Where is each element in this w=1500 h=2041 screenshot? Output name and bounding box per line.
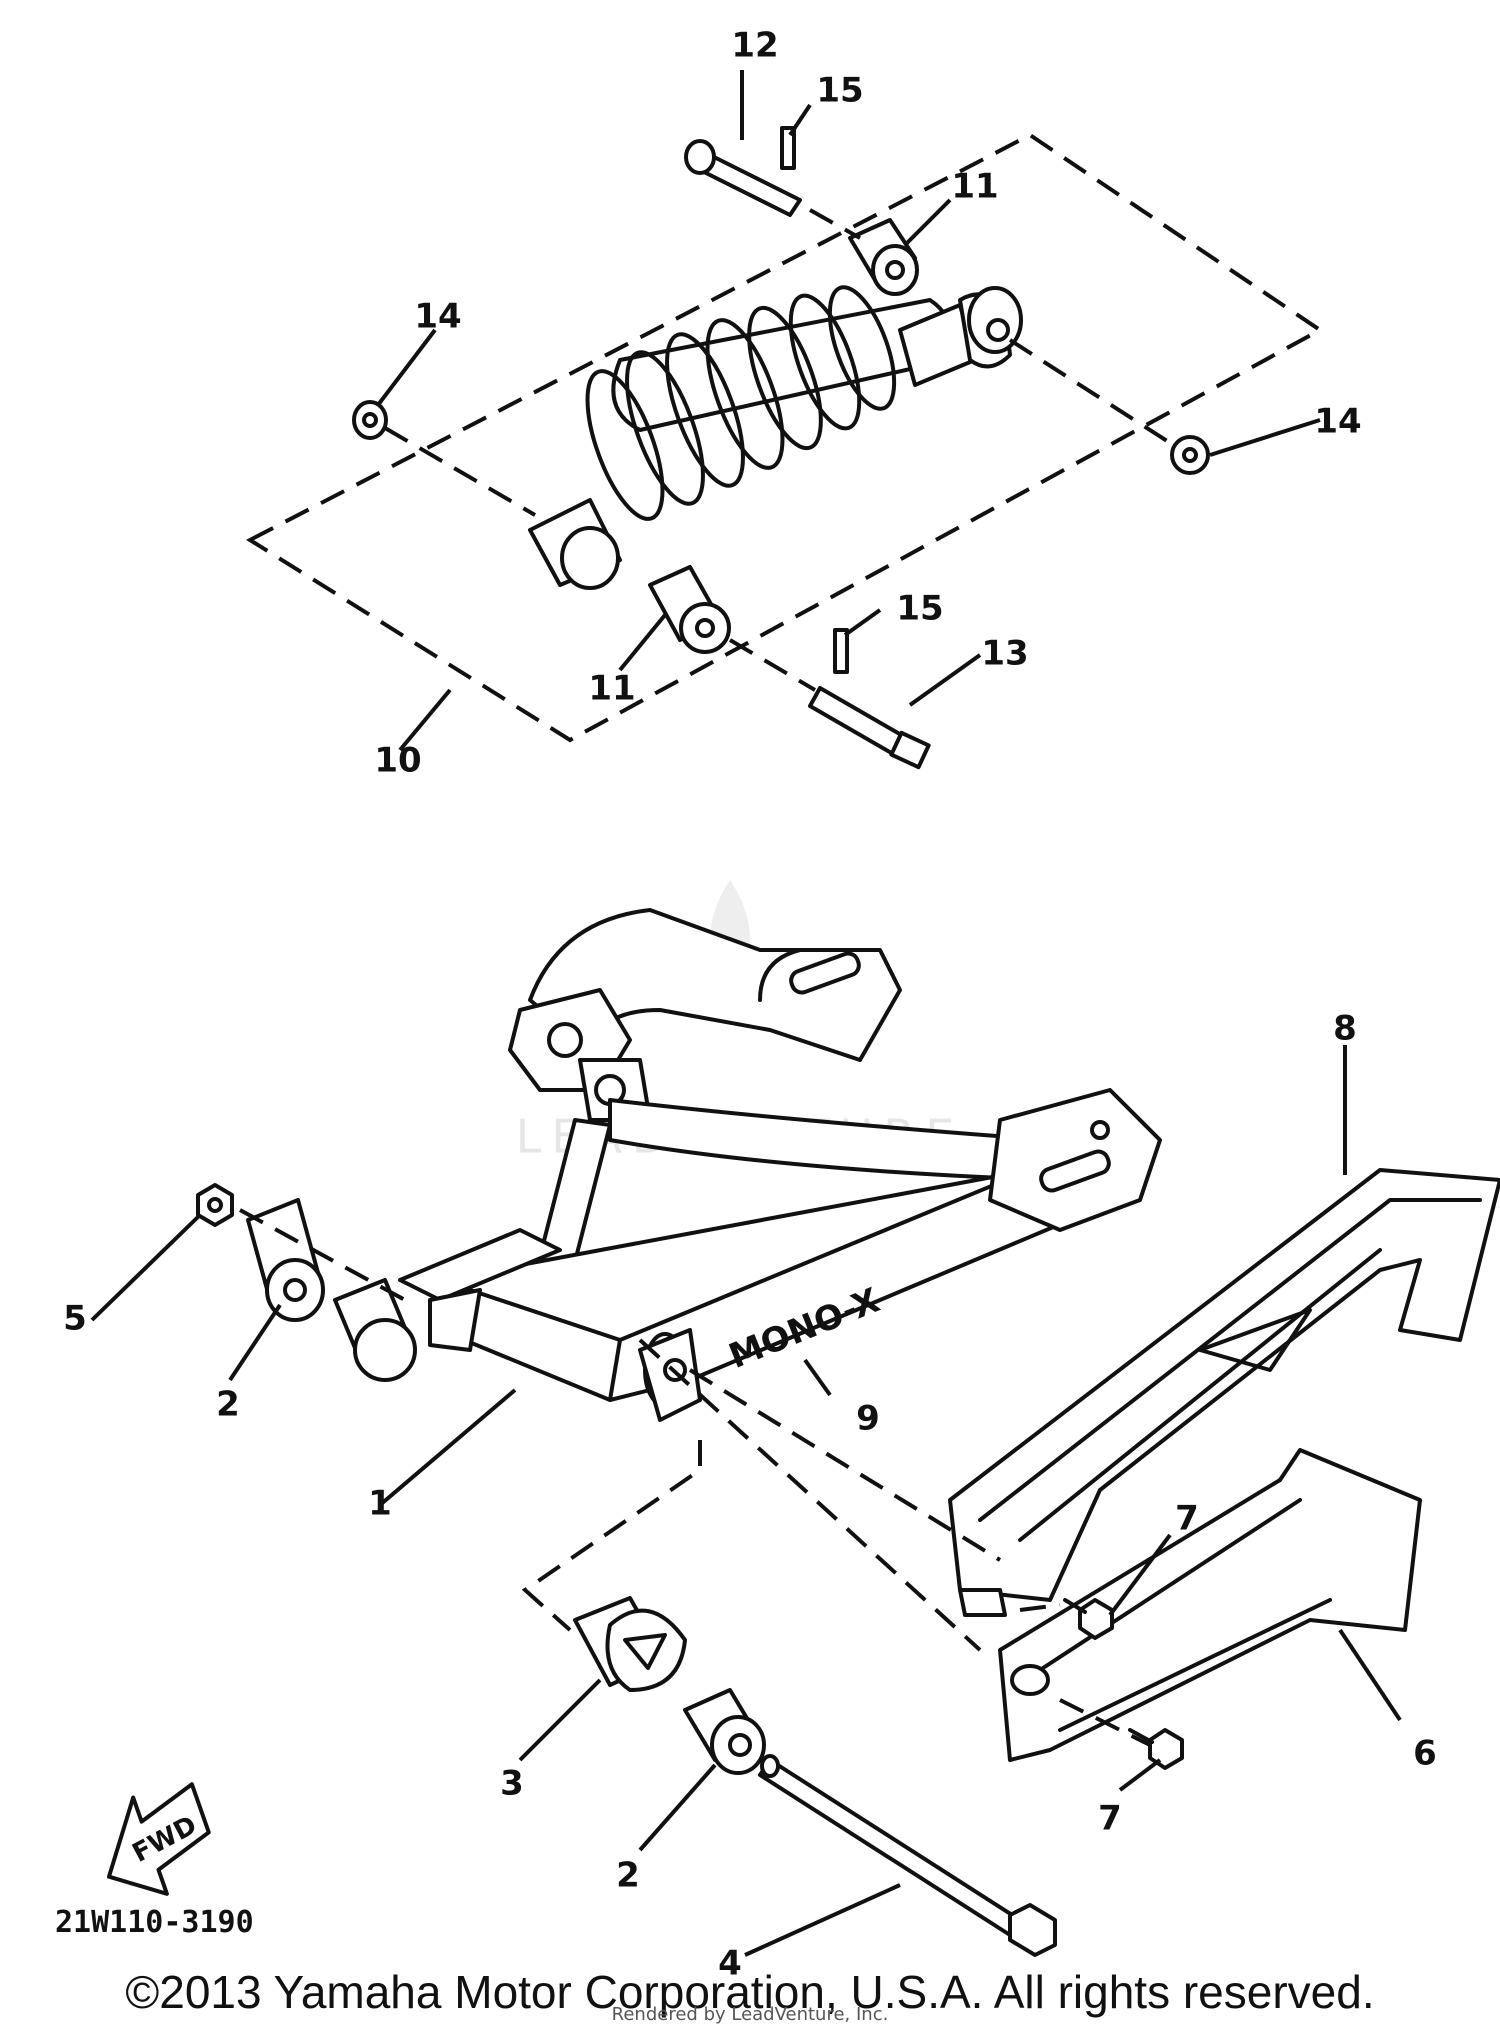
bolt-7-lower [1128, 1728, 1184, 1770]
nut-5 [196, 1183, 234, 1227]
rear-shock-absorber [528, 285, 1023, 590]
pivot-shaft [758, 1754, 1057, 1957]
leader-lines [90, 70, 1402, 1957]
bushing-lower [648, 565, 731, 654]
callout-9: 9 [856, 1399, 880, 1439]
bolt-12 [684, 139, 802, 217]
diagram-code: 21W110-3190 [55, 1905, 254, 1940]
callout-7-upper: 7 [1175, 1499, 1199, 1539]
chain-guide [998, 1448, 1422, 1762]
callout-1: 1 [368, 1484, 392, 1524]
bushing-upper [848, 218, 919, 296]
callout-5: 5 [63, 1299, 87, 1339]
callout-10: 10 [374, 741, 421, 781]
cotter-pin-lower [833, 628, 849, 674]
bushing-3 [573, 1596, 687, 1692]
callout-13: 13 [981, 634, 1028, 674]
swingarm [398, 908, 1162, 1422]
callout-2-upper: 2 [216, 1385, 240, 1425]
callout-7-lower: 7 [1098, 1799, 1122, 1839]
callout-11-upper: 11 [951, 167, 998, 207]
cotter-pin-upper [780, 126, 796, 170]
callout-15-upper: 15 [816, 71, 863, 111]
washer-left [352, 400, 388, 440]
bolt-13 [808, 686, 931, 770]
callout-12: 12 [731, 26, 778, 66]
collar-lower [683, 1688, 766, 1775]
callout-14-right: 14 [1314, 402, 1361, 442]
callout-6: 6 [1413, 1734, 1437, 1774]
bolt-7-upper [1063, 1598, 1114, 1640]
pivot-bushing [333, 1278, 417, 1382]
callout-11-lower: 11 [588, 669, 635, 709]
washer-right [1170, 435, 1210, 475]
callout-3: 3 [500, 1764, 524, 1804]
rendered-by-credit: Rendered by LeadVenture, Inc. [611, 2004, 889, 2025]
callout-8: 8 [1333, 1009, 1357, 1049]
callout-14-left: 14 [414, 297, 461, 337]
shock-assembly-outline [245, 132, 1324, 743]
chain-case [948, 1168, 1500, 1617]
callout-2-lower: 2 [616, 1856, 640, 1896]
copyright-notice: ©2013 Yamaha Motor Corporation, U.S.A. A… [125, 1966, 1375, 2018]
callout-4: 4 [718, 1944, 742, 1984]
fwd-arrow-icon: FWD [106, 1782, 211, 1896]
collar-upper [246, 1198, 325, 1322]
callout-15-lower: 15 [896, 589, 943, 629]
